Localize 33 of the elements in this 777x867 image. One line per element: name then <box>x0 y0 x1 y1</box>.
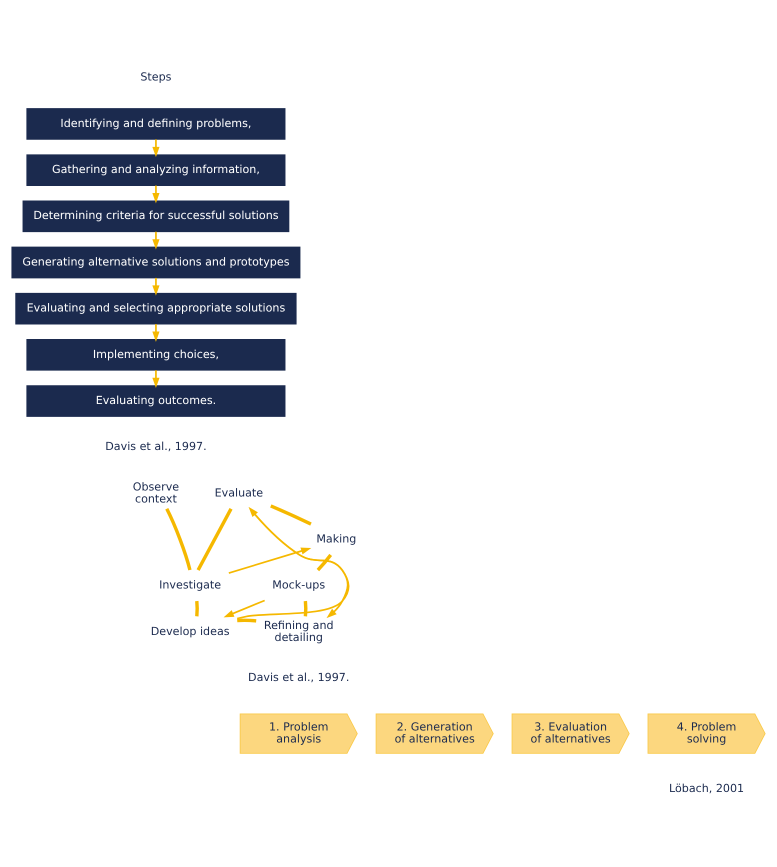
node-text: Investigate <box>159 578 222 592</box>
node-box: Evaluating and selecting appropriate solutions <box>15 292 297 324</box>
arrow <box>228 548 312 574</box>
node-box: Generating alternative solutions and prototypes <box>11 246 300 278</box>
connector <box>304 600 308 616</box>
node-text: Evaluate <box>214 486 264 500</box>
arrow <box>152 278 160 296</box>
node-box: Evaluating outcomes. <box>26 385 286 417</box>
node-box: Identifying and defining problems, <box>26 108 286 140</box>
connector <box>237 618 256 623</box>
node-box: Determining criteria for successful solutions <box>22 200 290 232</box>
arrow <box>152 139 160 158</box>
arrow <box>152 186 160 204</box>
arrow <box>152 370 160 388</box>
label: Davis et al., 1997. <box>105 440 207 454</box>
arrow <box>224 600 265 618</box>
connector <box>195 600 199 616</box>
connector <box>196 508 233 571</box>
connector <box>165 508 192 570</box>
connector <box>270 504 312 526</box>
node-text: Making <box>316 532 356 546</box>
node-text: Refining and detailing <box>264 618 334 644</box>
connector <box>316 554 332 572</box>
node-box: Gathering and analyzing information, <box>26 154 286 186</box>
label: Davis et al., 1997. <box>248 670 350 684</box>
node-text: Develop ideas <box>150 624 230 638</box>
label: Steps <box>140 70 172 84</box>
node-text: Mock-ups <box>272 578 326 592</box>
label: Löbach, 2001 <box>669 782 744 796</box>
node-box: Implementing choices, <box>26 339 286 371</box>
node-text: Observe context <box>132 480 180 506</box>
arrow <box>152 324 160 342</box>
arrow <box>152 232 160 250</box>
